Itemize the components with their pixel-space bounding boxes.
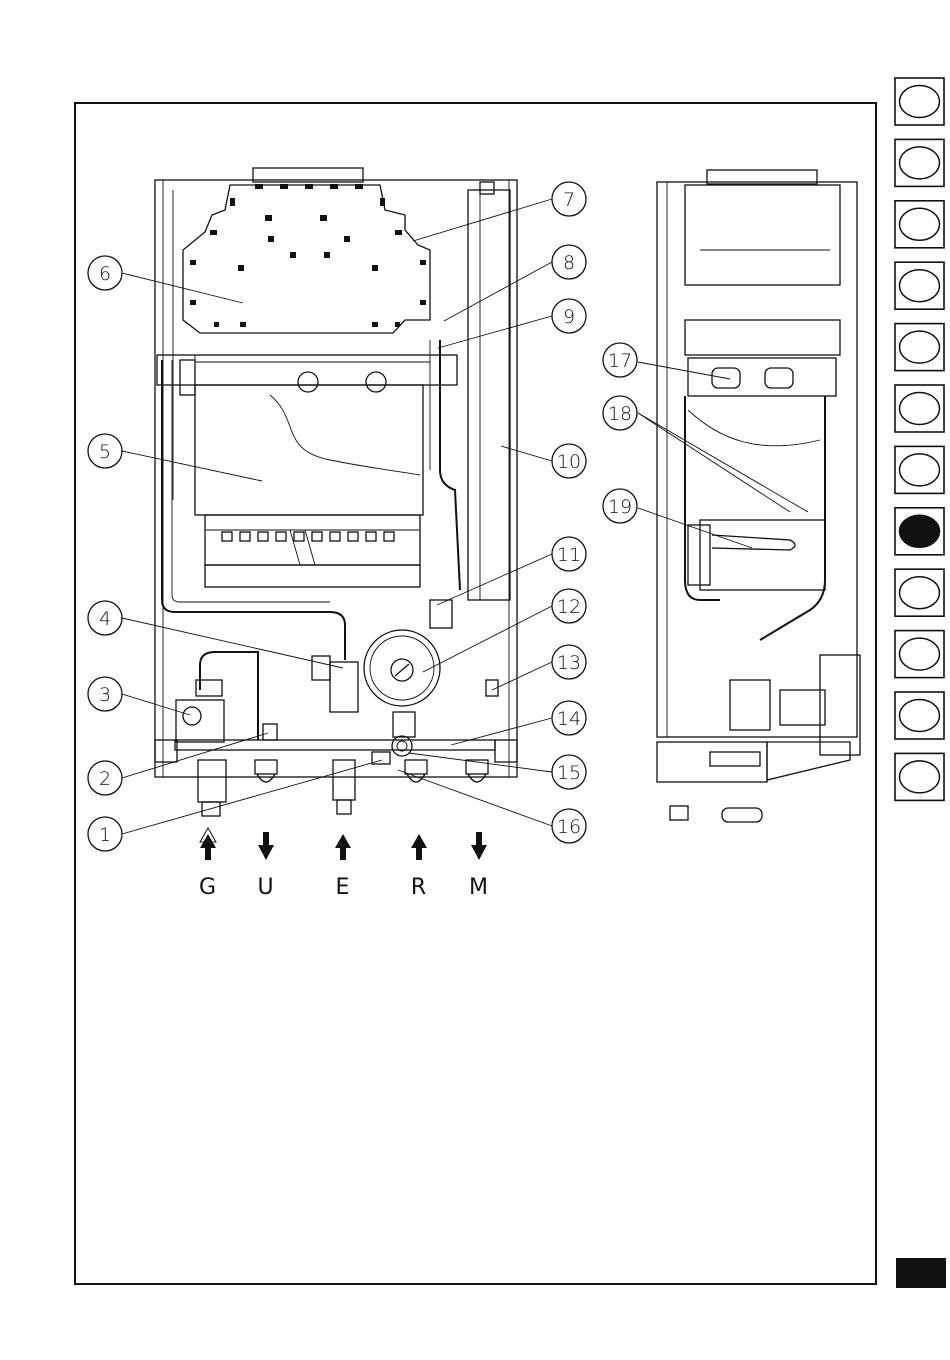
language-tab-11[interactable] bbox=[895, 692, 944, 739]
page-frame bbox=[75, 103, 876, 1284]
callout-12: 12 bbox=[552, 589, 586, 623]
callout-19: 19 bbox=[603, 489, 637, 523]
callout-1: 1 bbox=[88, 817, 122, 851]
language-tab-2[interactable] bbox=[895, 139, 944, 186]
flag-oval-icon bbox=[900, 208, 940, 240]
callout-15: 15 bbox=[552, 755, 586, 789]
connection-label-r: R bbox=[411, 875, 427, 900]
language-tab-10[interactable] bbox=[895, 631, 944, 678]
connection-label-e: E bbox=[336, 875, 351, 900]
flag-oval-icon bbox=[900, 86, 940, 118]
flag-oval-icon bbox=[900, 515, 940, 547]
callout-9: 9 bbox=[552, 299, 586, 333]
callout-leaders bbox=[122, 199, 808, 834]
side-view-boiler bbox=[657, 170, 860, 822]
flag-oval-icon bbox=[900, 147, 940, 179]
callout-13: 13 bbox=[552, 645, 586, 679]
arrow-out-icon bbox=[471, 832, 487, 860]
language-tab-8[interactable] bbox=[895, 508, 944, 555]
callout-2: 2 bbox=[88, 761, 122, 795]
arrow-in-icon bbox=[200, 828, 216, 860]
callout-17: 17 bbox=[603, 343, 637, 377]
svg-text:14: 14 bbox=[557, 708, 581, 730]
language-tab-6[interactable] bbox=[895, 385, 944, 432]
svg-text:7: 7 bbox=[563, 189, 575, 211]
svg-text:8: 8 bbox=[563, 252, 575, 274]
callout-6: 6 bbox=[88, 256, 122, 290]
arrow-in-icon bbox=[335, 834, 351, 860]
page-number-block bbox=[896, 1258, 946, 1288]
svg-text:15: 15 bbox=[557, 762, 581, 784]
flag-oval-icon bbox=[900, 270, 940, 302]
callout-3: 3 bbox=[88, 677, 122, 711]
connection-label-g: G bbox=[199, 875, 217, 900]
flag-oval-icon bbox=[900, 331, 940, 363]
svg-text:4: 4 bbox=[99, 608, 111, 630]
svg-text:1: 1 bbox=[99, 824, 111, 846]
svg-text:9: 9 bbox=[563, 306, 575, 328]
flag-oval-icon bbox=[900, 454, 940, 486]
svg-text:17: 17 bbox=[608, 350, 632, 372]
language-tab-strip bbox=[895, 78, 944, 800]
connection-label-m: M bbox=[469, 875, 489, 900]
svg-text:16: 16 bbox=[557, 816, 581, 838]
svg-text:12: 12 bbox=[557, 596, 581, 618]
language-tab-9[interactable] bbox=[895, 569, 944, 616]
svg-text:18: 18 bbox=[608, 403, 632, 425]
callout-10: 10 bbox=[552, 444, 586, 478]
connection-labels: G U E R M bbox=[199, 875, 489, 900]
callout-7: 7 bbox=[552, 182, 586, 216]
callout-4: 4 bbox=[88, 601, 122, 635]
arrow-out-icon bbox=[258, 832, 274, 860]
svg-text:19: 19 bbox=[608, 496, 632, 518]
language-tab-4[interactable] bbox=[895, 262, 944, 309]
callout-11: 11 bbox=[552, 537, 586, 571]
connection-arrows bbox=[200, 828, 487, 860]
svg-text:10: 10 bbox=[557, 451, 581, 473]
svg-text:3: 3 bbox=[99, 684, 111, 706]
language-tab-3[interactable] bbox=[895, 201, 944, 248]
connection-label-u: U bbox=[257, 875, 274, 900]
callout-14: 14 bbox=[552, 701, 586, 735]
svg-text:2: 2 bbox=[99, 768, 111, 790]
callout-8: 8 bbox=[552, 245, 586, 279]
language-tab-12[interactable] bbox=[895, 753, 944, 800]
flag-oval-icon bbox=[900, 393, 940, 425]
svg-text:6: 6 bbox=[99, 263, 111, 285]
svg-text:11: 11 bbox=[557, 544, 581, 566]
arrow-in-icon bbox=[411, 834, 427, 860]
callout-16: 16 bbox=[552, 809, 586, 843]
flag-oval-icon bbox=[900, 577, 940, 609]
flag-oval-icon bbox=[900, 761, 940, 793]
svg-text:13: 13 bbox=[557, 652, 581, 674]
svg-text:5: 5 bbox=[99, 441, 111, 463]
language-tab-1[interactable] bbox=[895, 78, 944, 125]
callout-18: 18 bbox=[603, 396, 637, 430]
callouts: 1 2 3 4 5 6 7 8 9 10 11 12 13 14 15 16 1… bbox=[88, 182, 637, 851]
front-view-boiler bbox=[155, 168, 517, 816]
language-tab-7[interactable] bbox=[895, 446, 944, 493]
flag-oval-icon bbox=[900, 700, 940, 732]
callout-5: 5 bbox=[88, 434, 122, 468]
language-tab-5[interactable] bbox=[895, 324, 944, 371]
flag-oval-icon bbox=[900, 638, 940, 670]
